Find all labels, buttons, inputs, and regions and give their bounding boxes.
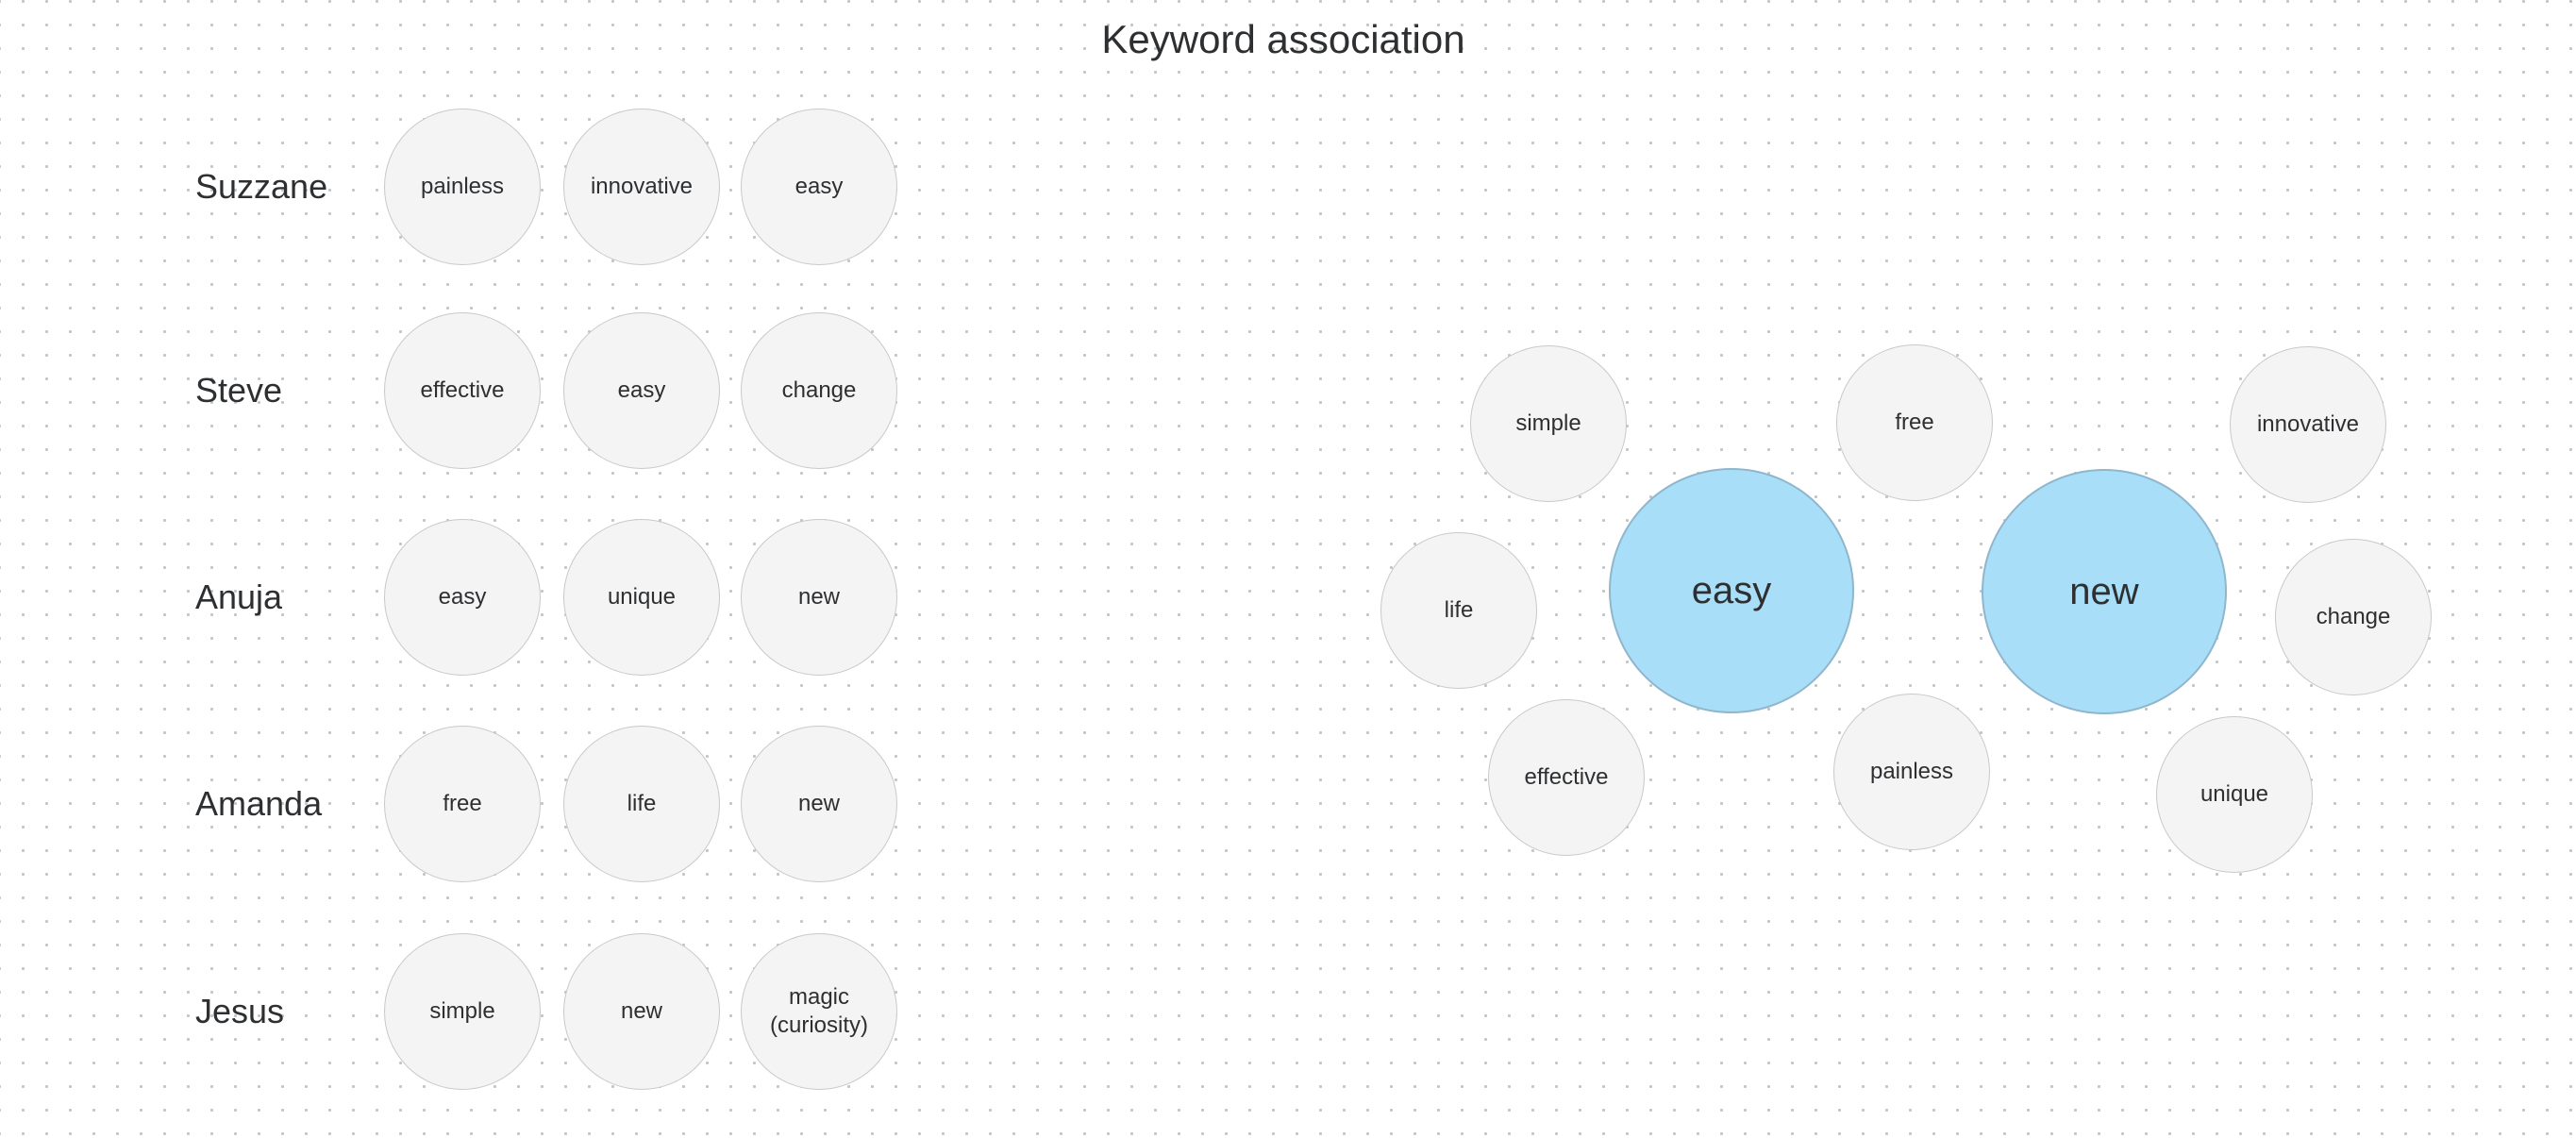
- keyword-label: life: [1444, 597, 1474, 623]
- keyword-bubble[interactable]: unique: [2156, 716, 2313, 873]
- keyword-label: unique: [607, 584, 677, 610]
- keyword-label: simple: [429, 998, 495, 1024]
- keyword-label: painless: [420, 174, 505, 199]
- keyword-label: easy: [1691, 570, 1772, 611]
- keyword-label: magic (curiosity): [769, 984, 868, 1038]
- participant-name[interactable]: Steve: [195, 371, 283, 410]
- keyword-label: new: [2069, 571, 2139, 612]
- keyword-bubble[interactable]: painless: [384, 109, 541, 265]
- keyword-bubble[interactable]: free: [1836, 344, 1993, 501]
- keyword-label: free: [443, 791, 482, 816]
- keyword-bubble[interactable]: innovative: [2230, 346, 2386, 503]
- participant-name[interactable]: Suzzane: [195, 167, 328, 206]
- keyword-label: effective: [420, 377, 505, 403]
- selected-keyword-bubble[interactable]: easy: [1609, 468, 1854, 713]
- keyword-bubble[interactable]: life: [563, 726, 720, 882]
- participant-row: Jesus simple new magic (curiosity): [0, 933, 944, 1090]
- keyword-label: painless: [1869, 759, 1954, 784]
- keyword-label: easy: [795, 174, 844, 199]
- keyword-bubble[interactable]: effective: [1488, 699, 1645, 856]
- keyword-bubble[interactable]: free: [384, 726, 541, 882]
- keyword-bubble[interactable]: change: [741, 312, 897, 469]
- keyword-label: new: [797, 791, 841, 816]
- keyword-label: unique: [2200, 781, 2269, 807]
- keyword-label: free: [1895, 410, 1934, 435]
- keyword-label: life: [627, 791, 657, 816]
- participant-row: Amanda free life new: [0, 726, 944, 882]
- keyword-bubble[interactable]: simple: [384, 933, 541, 1090]
- keyword-label: change: [781, 377, 857, 403]
- keyword-bubble[interactable]: easy: [384, 519, 541, 676]
- keyword-bubble[interactable]: life: [1380, 532, 1537, 689]
- keyword-bubble[interactable]: simple: [1470, 345, 1627, 502]
- keyword-label: effective: [1524, 764, 1609, 790]
- selected-keyword-bubble[interactable]: new: [1982, 469, 2227, 714]
- keyword-label: easy: [438, 584, 487, 610]
- keyword-bubble[interactable]: new: [563, 933, 720, 1090]
- keyword-label: simple: [1515, 410, 1581, 436]
- keyword-label: new: [620, 998, 663, 1024]
- keyword-bubble[interactable]: easy: [563, 312, 720, 469]
- keyword-label: new: [797, 584, 841, 610]
- keyword-label: innovative: [2256, 411, 2360, 437]
- keyword-label: innovative: [590, 174, 694, 199]
- participant-row: Anuja easy unique new: [0, 519, 944, 676]
- keyword-bubble[interactable]: change: [2275, 539, 2432, 695]
- keyword-bubble[interactable]: new: [741, 519, 897, 676]
- keyword-label: change: [2316, 604, 2391, 629]
- participant-name[interactable]: Anuja: [195, 577, 283, 616]
- participant-row: Steve effective easy change: [0, 312, 944, 469]
- keyword-label: easy: [617, 377, 666, 403]
- keyword-bubble[interactable]: magic (curiosity): [741, 933, 897, 1090]
- participant-name[interactable]: Jesus: [195, 992, 285, 1030]
- keyword-bubble[interactable]: easy: [741, 109, 897, 265]
- keyword-bubble[interactable]: effective: [384, 312, 541, 469]
- board-title[interactable]: Keyword association: [1101, 17, 1465, 61]
- participant-row: Suzzane painless innovative easy: [0, 109, 944, 265]
- participant-name[interactable]: Amanda: [195, 784, 323, 823]
- keyword-bubble[interactable]: innovative: [563, 109, 720, 265]
- keyword-bubble[interactable]: unique: [563, 519, 720, 676]
- keyword-bubble[interactable]: new: [741, 726, 897, 882]
- keyword-bubble[interactable]: painless: [1833, 694, 1990, 850]
